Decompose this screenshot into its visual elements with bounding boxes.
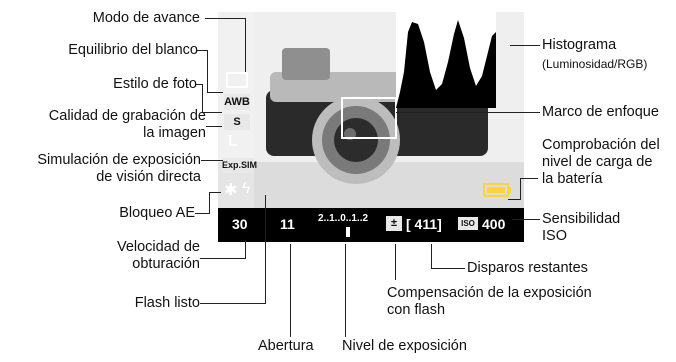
label-flash-comp-1: Compensación de la exposición: [387, 285, 592, 301]
label-iso-2: ISO: [542, 228, 567, 244]
label-shutter-1: Velocidad de: [116, 239, 200, 255]
label-shutter-2: obturación: [132, 256, 200, 272]
shutter-speed-value: 30: [232, 216, 248, 232]
label-image-quality-2: la imagen: [143, 125, 206, 141]
label-flash-comp-2: con flash: [387, 302, 446, 318]
exposure-scale: 2..1..0..1..2: [318, 213, 369, 224]
aperture-value: 11: [280, 216, 295, 232]
flash-comp-icon: ±: [386, 216, 402, 231]
label-exposure-sim-1: Simulación de exposición: [37, 152, 201, 168]
label-flash-ready: Flash listo: [134, 295, 200, 311]
white-balance-icon: AWB: [224, 94, 250, 110]
drive-mode-icon: [226, 72, 248, 88]
label-drive-mode: Modo de avance: [92, 10, 200, 26]
label-iso-1: Sensibilidad: [542, 211, 621, 227]
info-bar: 30 11 2..1..0..1..2 ± [ 411] ISO 400: [218, 208, 524, 242]
label-white-balance: Equilibrio del blanco: [68, 42, 198, 58]
label-battery-3: la batería: [542, 171, 603, 187]
label-picture-style: Estilo de foto: [113, 76, 197, 92]
label-ae-lock: Bloqueo AE: [119, 205, 195, 221]
label-af-frame: Marco de enfoque: [542, 104, 659, 120]
exposure-sim-icon: Exp.SIM: [222, 158, 257, 173]
label-aperture: Abertura: [258, 338, 314, 354]
ae-lock-icon: ✱: [224, 182, 238, 199]
iso-value: 400: [482, 216, 506, 232]
label-histogram-1: Histograma: [542, 37, 617, 53]
live-view-screen: AWB S L Exp.SIM ✱ ϟ 30 11 2..1..0..1..2 …: [218, 12, 524, 242]
exposure-marker-icon: [346, 227, 350, 237]
label-battery-2: nivel de carga de: [542, 154, 653, 170]
label-shots-remaining: Disparos restantes: [467, 260, 588, 276]
label-image-quality-1: Calidad de grabación de: [48, 108, 206, 124]
flash-ready-icon: ϟ: [242, 180, 251, 197]
picture-style-icon: S: [224, 114, 250, 130]
camera-photo: [218, 12, 524, 208]
label-battery-1: Comprobación del: [542, 137, 660, 153]
shots-remaining-value: [ 411]: [406, 216, 442, 232]
label-exposure-sim-2: de visión directa: [96, 169, 201, 185]
label-histogram-2: (Luminosidad/RGB): [542, 57, 648, 71]
image-quality-icon: L: [228, 133, 238, 150]
iso-icon: ISO: [458, 217, 478, 230]
label-exposure-level: Nivel de exposición: [342, 338, 467, 354]
